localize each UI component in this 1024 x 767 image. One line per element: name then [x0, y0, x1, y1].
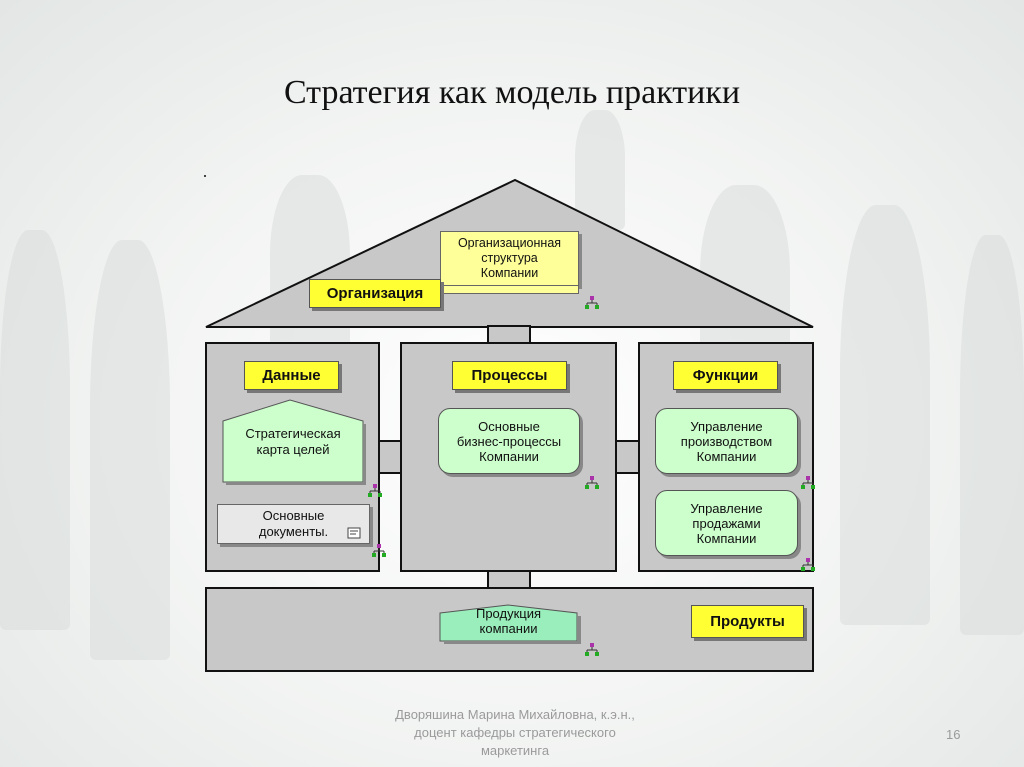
org-chart-icon: [801, 476, 815, 489]
left-connector: [378, 440, 402, 474]
production-line-3: Компании: [696, 448, 757, 464]
business-processes-box: Основные бизнес-процессы Компании: [438, 408, 580, 474]
documents-box: Основные документы.: [217, 504, 370, 544]
stray-dot: [204, 175, 206, 177]
author-footer: Дворяшина Марина Михайловна, к.э.н., доц…: [300, 706, 730, 760]
strategy-map-line-2: карта целей: [256, 442, 330, 457]
sales-line-1: Управление: [690, 500, 763, 516]
org-chart-icon: [585, 643, 599, 656]
production-line-2: производством: [680, 433, 773, 449]
org-structure-note: Организационная структура Компании: [440, 231, 579, 286]
production-line-1: Управление: [690, 418, 763, 434]
footer-line-3: маркетинга: [480, 743, 550, 758]
org-structure-line-1: Организационная: [457, 236, 562, 250]
chess-piece-silhouette: [0, 230, 70, 630]
process-line-2: бизнес-процессы: [456, 433, 562, 449]
note-underline: [440, 286, 579, 294]
org-structure-line-3: Компании: [480, 266, 539, 280]
org-chart-icon: [801, 558, 815, 571]
chess-piece-silhouette: [960, 235, 1024, 635]
process-line-3: Компании: [479, 448, 539, 464]
footer-line-2: доцент кафедры стратегического: [414, 725, 616, 740]
tag-data: Данные: [244, 361, 339, 390]
documents-line-1: Основные: [262, 508, 325, 523]
products-line-2: компании: [479, 621, 538, 636]
production-management-box: Управление производством Компании: [655, 408, 798, 474]
tag-organization: Организация: [309, 279, 441, 308]
tag-processes: Процессы: [452, 361, 567, 390]
tag-functions: Функции: [673, 361, 778, 390]
strategy-map-line-1: Стратегическая: [245, 426, 341, 441]
sales-line-2: продажами: [692, 515, 761, 531]
right-connector: [615, 440, 640, 474]
org-chart-icon: [585, 296, 599, 309]
process-line-1: Основные: [478, 418, 540, 434]
sales-line-3: Компании: [696, 530, 757, 546]
products-line-1: Продукция: [475, 606, 542, 621]
org-chart-icon: [372, 544, 386, 557]
footer-line-1: Дворяшина Марина Михайловна, к.э.н.,: [395, 707, 635, 722]
strategy-map-shape: [222, 399, 366, 485]
products-shape: [439, 604, 581, 644]
chess-piece-silhouette: [575, 110, 625, 230]
documents-line-2: документы.: [258, 524, 329, 539]
org-structure-line-2: структура: [481, 251, 538, 265]
products-text: Продукция компании: [440, 606, 577, 636]
document-icon: [347, 527, 361, 539]
org-chart-icon: [368, 484, 382, 497]
chess-piece-silhouette: [90, 240, 170, 660]
page-number: 16: [946, 727, 961, 742]
strategy-map-text: Стратегическая карта целей: [222, 426, 364, 458]
sales-management-box: Управление продажами Компании: [655, 490, 798, 556]
tag-products: Продукты: [691, 605, 804, 638]
chess-piece-silhouette: [840, 205, 930, 625]
org-chart-icon: [585, 476, 599, 489]
slide-title: Стратегия как модель практики: [283, 74, 741, 111]
